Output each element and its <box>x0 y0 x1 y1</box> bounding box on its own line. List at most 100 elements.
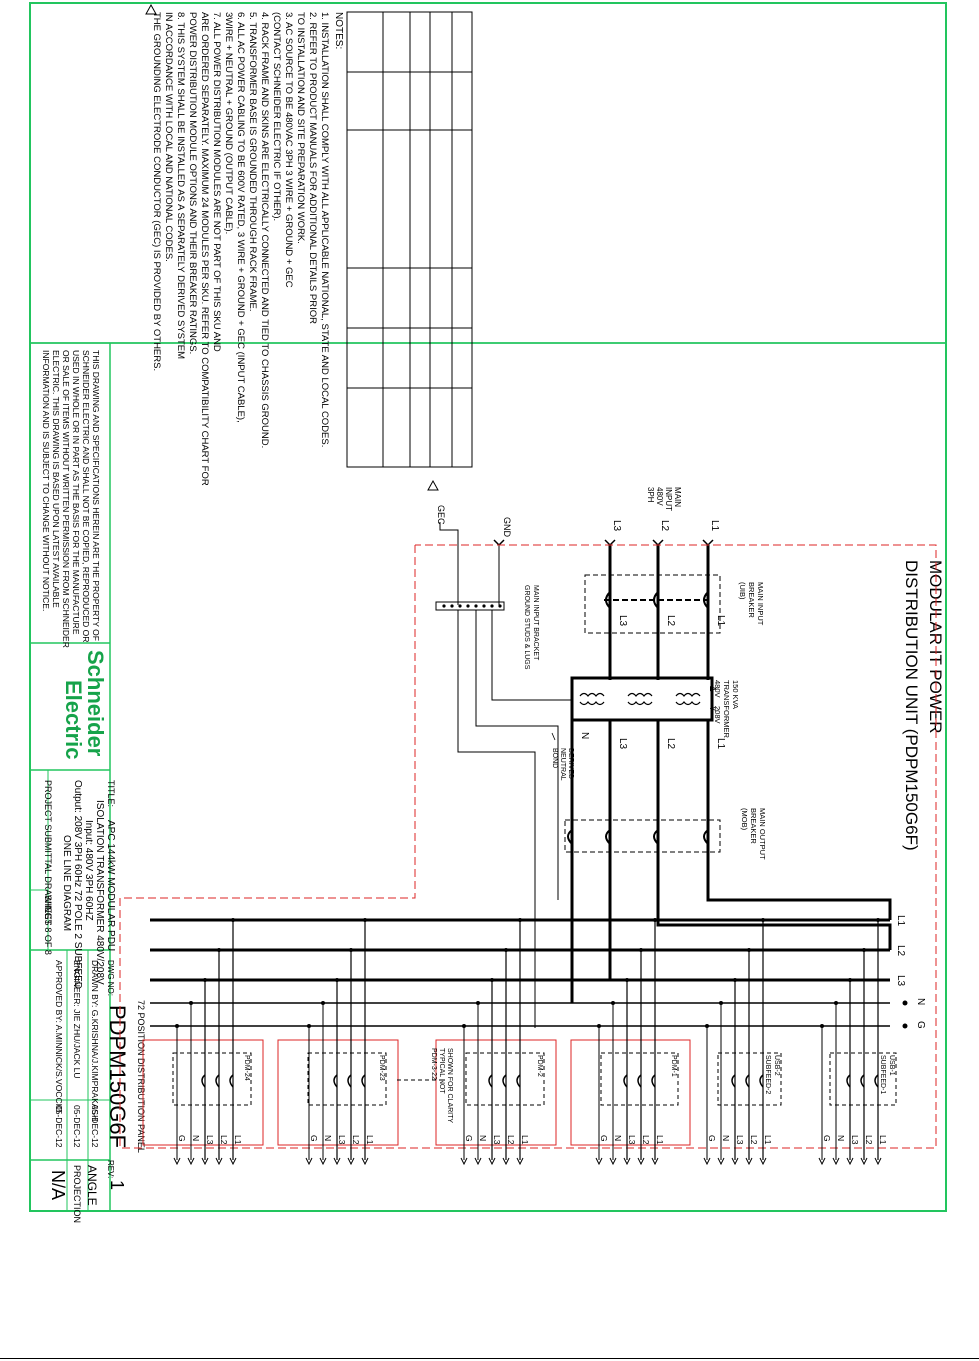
uib-out-l2: L2 <box>665 615 676 627</box>
xfmr-label-2: TRANSFORMER <box>722 680 731 739</box>
approved-by: APPROVED BY: A.MINNICK/S.VOCCIO <box>54 960 64 1113</box>
bus-tap-dot <box>335 978 339 982</box>
module-label: USB-2 <box>773 1055 780 1076</box>
output-label-l2: L2 <box>864 1135 874 1145</box>
module-breaker-pole <box>201 1074 206 1088</box>
output-arrow <box>860 1157 868 1166</box>
bus-tap-dot <box>504 948 508 952</box>
input-l1: L1 <box>709 520 720 532</box>
bus-tap-dot <box>653 918 657 922</box>
note-line-6: 4. RACK FRAME AND SKINS ARE ELECTRICALLY… <box>259 12 270 448</box>
bus-label-n: N <box>915 998 926 1005</box>
output-arrow <box>516 1157 524 1166</box>
angle-label: ANGLE <box>85 1165 99 1206</box>
output-label-n: N <box>323 1135 333 1141</box>
logo-schneider: Schneider <box>83 650 108 757</box>
output-label-l2: L2 <box>219 1135 229 1145</box>
output-label-l1: L1 <box>655 1135 665 1145</box>
output-arrow <box>818 1157 826 1166</box>
output-label-l3: L3 <box>337 1135 347 1145</box>
output-label-l3: L3 <box>492 1135 502 1145</box>
projection-label: PROJECTION <box>72 1165 82 1223</box>
ground-bracket <box>435 601 505 611</box>
xfmr-delta: Δ <box>708 686 717 692</box>
output-arrow <box>229 1157 237 1166</box>
module-label: PDM-23 <box>378 1055 385 1081</box>
note-line-2: 2. REFER TO PRODUCT MANUALS FOR ADDITION… <box>307 12 318 324</box>
drawn-date: 05-DEC-12 <box>90 1105 100 1148</box>
output-arrow <box>832 1157 840 1166</box>
disclaimer-line-4: OR SALE OF ITEMS WITHOUT WRITTEN PERMISS… <box>61 350 71 648</box>
output-arrow <box>361 1157 369 1166</box>
output-arrow <box>731 1157 739 1166</box>
mob-label-2: BREAKER <box>749 808 758 844</box>
transformer <box>570 676 714 722</box>
bus-tap-dot <box>705 1024 709 1028</box>
output-label-l1: L1 <box>233 1135 243 1145</box>
module-breaker-pole <box>846 1074 851 1088</box>
bus-label-l1: L1 <box>895 915 906 927</box>
ground-wiring <box>457 610 572 1028</box>
xfmr-label-4: 208V <box>713 706 722 724</box>
bus-tap-dot <box>834 1001 838 1005</box>
module-breaker-pole <box>333 1074 338 1088</box>
disclaimer-line-6: INFORMATION AND IS SUBJECT TO CHANGE WIT… <box>41 350 51 611</box>
note-line-11: ARE ORDERED SEPARATELY. MAXIMUM 24 MODUL… <box>199 12 210 486</box>
disclaimer-line-2: SCHNEIDER ELECTRIC AND SHALL NOT BE COPI… <box>81 350 91 642</box>
module-breaker-pole <box>488 1074 493 1088</box>
output-arrow <box>201 1157 209 1166</box>
output-label-l2: L2 <box>351 1135 361 1145</box>
engineer: ENGINEER: JIE ZHU/JACK LU <box>72 960 82 1079</box>
module-enclosure <box>142 1039 264 1146</box>
uib-label-1: MAIN INPUT <box>756 582 765 626</box>
bus-label-l3: L3 <box>895 975 906 987</box>
bus-tap-dot <box>307 1024 311 1028</box>
input-terminal-chevrons <box>493 539 714 547</box>
note-line-9: 3WIRE + NEUTRAL + GROUND (OUTPUT CABLE). <box>223 12 234 234</box>
output-label-l2: L2 <box>749 1135 759 1145</box>
module-enclosure <box>570 1039 691 1146</box>
title-line-5: ONE LINE DIAGRAM <box>61 835 72 931</box>
module-breaker-pole <box>229 1074 234 1088</box>
bus-label-l2: L2 <box>895 945 906 957</box>
xfmr-label-1: 150 KVA <box>731 680 740 709</box>
mob-label-3: (MOB) <box>740 808 749 831</box>
title-line-3: Input: 480V 3PH 60HZ <box>83 820 94 921</box>
output-label-g: G <box>177 1135 187 1142</box>
main-input-4: 3PH <box>646 487 655 503</box>
output-arrow <box>759 1157 767 1166</box>
note-line-13: 8. THIS SYSTEM SHALL BE INSTALLED AS A S… <box>175 12 186 359</box>
output-arrow <box>651 1157 659 1166</box>
module-breaker-box <box>465 1052 545 1106</box>
mob-label-1: MAIN OUTPUT <box>758 808 767 860</box>
module-breaker-pole <box>651 1074 656 1088</box>
module-breaker-pole <box>502 1074 507 1088</box>
main-input-2: INPUT <box>664 487 673 511</box>
bus-tap-dot <box>476 1001 480 1005</box>
bus-tap-dot <box>363 918 367 922</box>
output-arrow <box>623 1157 631 1166</box>
neutral-bond-2: NEUTRAL <box>559 748 566 781</box>
main-input-3: 480V <box>655 487 664 506</box>
output-arrow <box>703 1157 711 1166</box>
pdu-enclosure <box>119 544 937 1149</box>
output-label-l3: L3 <box>850 1135 860 1145</box>
module-breaker-box <box>829 1052 897 1106</box>
mob-to-bus-conductors <box>570 870 892 1003</box>
output-arrow <box>215 1157 223 1166</box>
note-line-12: POWER DISTRIBUTION MODULE OPTIONS AND TH… <box>187 12 198 354</box>
bus-tap-dot <box>203 978 207 982</box>
project-text: PROJECT SUBMITTAL DRAWINGS <box>43 780 53 926</box>
diagram-title-2: DISTRIBUTION UNIT (PDPM150G6F) <box>902 560 921 851</box>
bus-tap-dot <box>490 978 494 982</box>
xfmr-out-l2: L2 <box>665 738 676 750</box>
module-label: USB-1 <box>888 1055 895 1076</box>
module-breaker-pole <box>860 1074 865 1088</box>
module-breaker-box <box>307 1052 387 1106</box>
bus-tap-dot <box>189 1001 193 1005</box>
gec-warning-triangle-icon <box>427 479 439 491</box>
note-line-3: TO INSTALLATION AND SITE PREPARATION WOR… <box>295 12 306 244</box>
gec-label: GEC <box>436 505 446 525</box>
output-label-l3: L3 <box>627 1135 637 1145</box>
